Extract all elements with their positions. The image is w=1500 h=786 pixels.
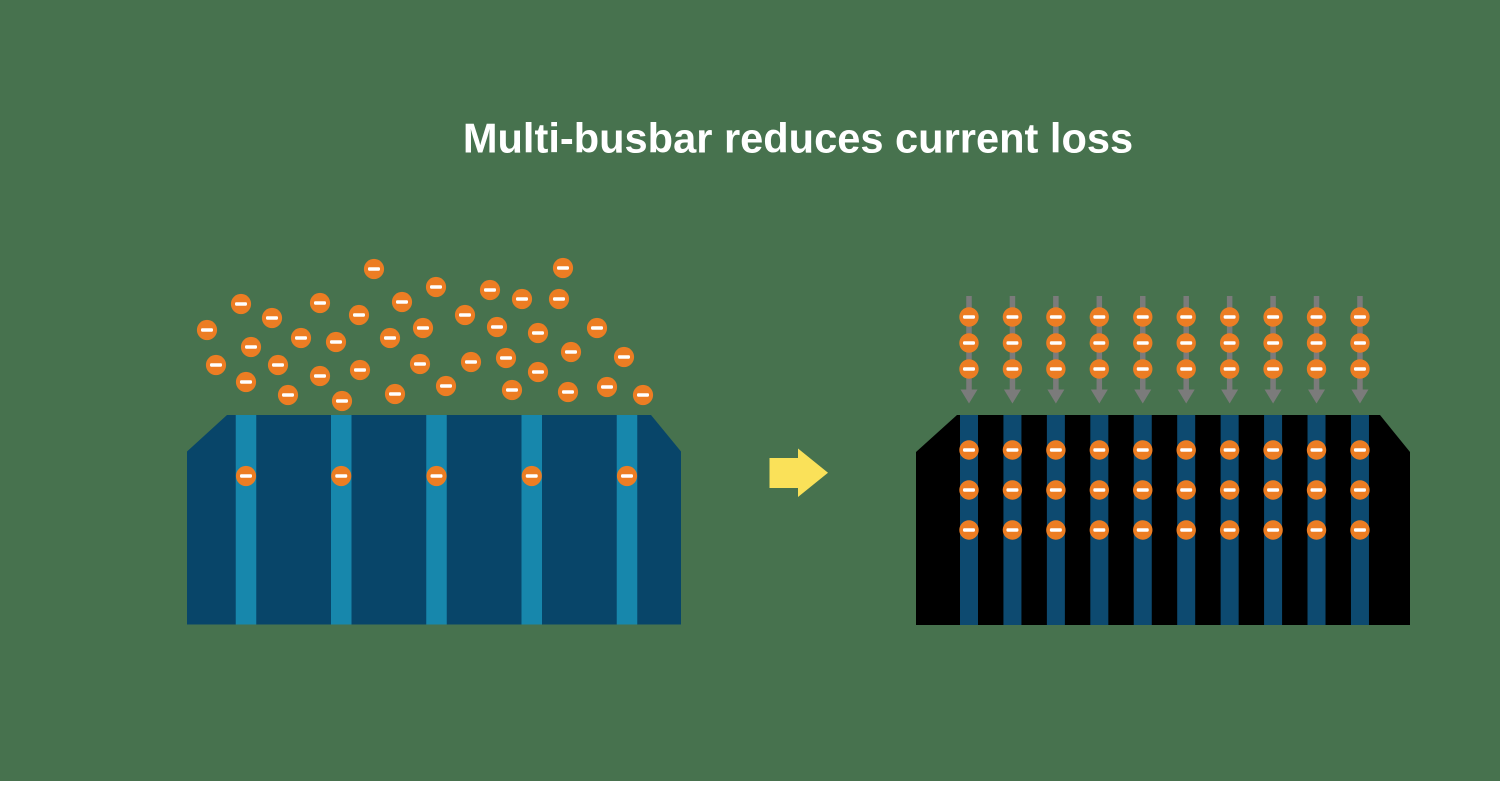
svg-text:Multi-busbar reduces current l: Multi-busbar reduces current loss [463, 115, 1133, 162]
